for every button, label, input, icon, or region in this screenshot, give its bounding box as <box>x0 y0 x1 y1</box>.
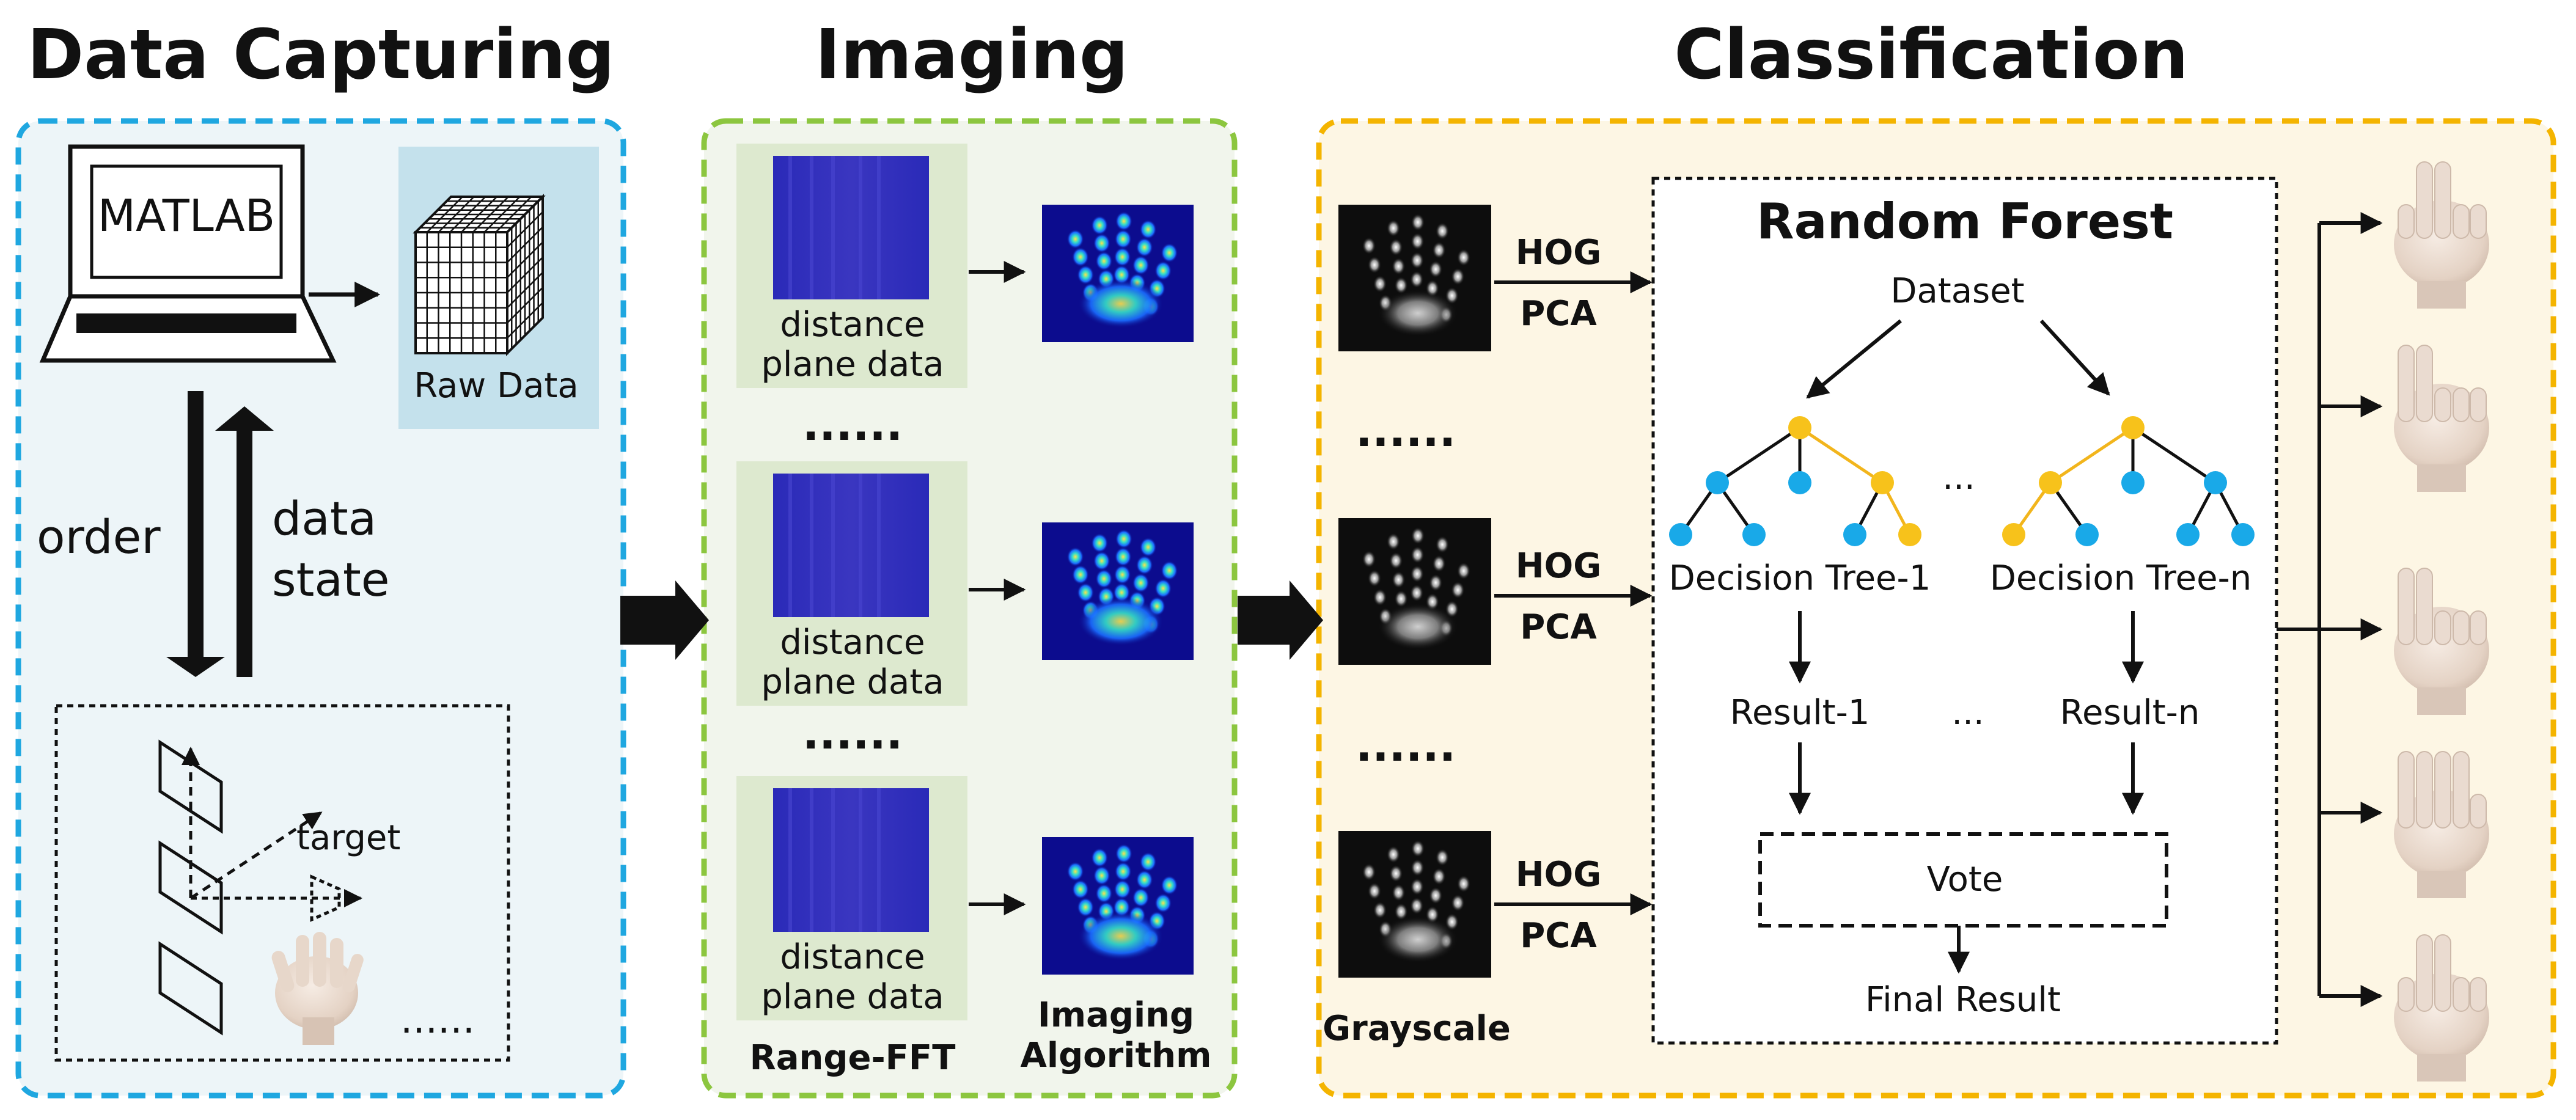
tree-node <box>1898 523 1921 546</box>
gesture-hand-icon <box>2394 568 2489 715</box>
dataset-label: Dataset <box>1890 271 2024 311</box>
antenna-icon <box>158 739 362 1036</box>
hand-icon <box>271 932 364 1045</box>
raw-data-label: Raw Data <box>414 366 578 406</box>
order-arrow-head <box>166 657 225 677</box>
order-label: order <box>37 510 161 564</box>
tree-node <box>2002 523 2025 546</box>
plane-data-label: plane data <box>761 977 944 1017</box>
imaging-title: Imaging <box>815 15 1128 95</box>
imaging-dots-1: ...... <box>802 399 903 450</box>
range-fft-heatmap <box>773 156 929 299</box>
vote-label: Vote <box>1927 860 2003 899</box>
tree-node <box>2231 523 2255 546</box>
results-ellipsis: ... <box>1951 693 1984 733</box>
pca-label: PCA <box>1520 607 1597 647</box>
plane-data-label: plane data <box>761 345 944 384</box>
random-forest-title: Random Forest <box>1756 193 2173 250</box>
vote-box <box>1758 832 2168 928</box>
state-label: state <box>272 552 390 607</box>
gesture-hand-icon <box>2394 345 2489 492</box>
gesture-outputs <box>2319 161 2489 1082</box>
range-fft-heatmap <box>773 788 929 932</box>
final-result-label: Final Result <box>1865 980 2061 1020</box>
tree-node <box>2121 416 2145 439</box>
hog-label: HOG <box>1516 546 1601 586</box>
tree-node <box>1742 523 1766 546</box>
distance-label: distance <box>780 305 925 345</box>
result-n-label: Result-n <box>2060 693 2200 733</box>
scene-dots: ...... <box>400 997 475 1042</box>
tree-node <box>1788 416 1811 439</box>
tree-node <box>2075 523 2099 546</box>
distance-label: distance <box>780 937 925 977</box>
matlab-label: MATLAB <box>98 190 275 241</box>
distance-label: distance <box>780 623 925 662</box>
decision-trees <box>1669 416 2255 546</box>
range-fft-heatmap <box>773 474 929 617</box>
result-1-label: Result-1 <box>1730 693 1870 733</box>
gray-dots-1: ...... <box>1356 405 1456 456</box>
hog-label: HOG <box>1516 855 1601 895</box>
range-fft-label: Range-FFT <box>750 1038 956 1078</box>
gesture-hand-icon <box>2394 751 2489 898</box>
tree-node <box>1871 471 1894 494</box>
imaging-algorithm-label-1: Imaging <box>1038 995 1194 1035</box>
capture-title: Data Capturing <box>27 15 614 95</box>
tree-node <box>2121 471 2145 494</box>
arrow-dataset-to-treen <box>2039 319 2110 396</box>
plane-data-label: plane data <box>761 662 944 702</box>
tree-node <box>1706 471 1729 494</box>
tree-1-label: Decision Tree-1 <box>1669 558 1931 598</box>
arrow-dataset-to-tree1 <box>1806 319 1902 399</box>
tree-node <box>2204 471 2227 494</box>
data-label: data <box>272 491 376 546</box>
tree-n-label: Decision Tree-n <box>1990 558 2252 598</box>
grayscale-images <box>1338 205 1491 978</box>
imaging-dots-2: ...... <box>802 708 903 759</box>
gesture-hand-icon <box>2394 161 2489 309</box>
hog-label: HOG <box>1516 233 1601 273</box>
hog-pca-arrows: HOG PCA HOG PCA HOG PCA <box>1494 233 1653 956</box>
imaging-algorithm-label-2: Algorithm <box>1021 1036 1212 1075</box>
tree-node <box>1843 523 1866 546</box>
trees-ellipsis: ... <box>1942 458 1975 497</box>
pca-label: PCA <box>1520 294 1597 334</box>
tree-node <box>2039 471 2062 494</box>
arrow-capture-to-imaging <box>620 580 709 660</box>
tree-node <box>1788 471 1811 494</box>
pca-label: PCA <box>1520 916 1597 956</box>
classification-title: Classification <box>1674 15 2188 95</box>
data-cube-icon <box>413 194 546 356</box>
gesture-hand-icon <box>2394 934 2489 1082</box>
grayscale-label: Grayscale <box>1323 1009 1511 1049</box>
data-state-arrow-head <box>215 406 274 431</box>
scan-scene-box <box>54 704 510 1062</box>
target-label: target <box>296 818 400 858</box>
arrow-imaging-to-classification <box>1238 580 1323 660</box>
gray-dots-2: ...... <box>1356 720 1456 771</box>
tree-node <box>2176 523 2200 546</box>
tree-node <box>1669 523 1692 546</box>
laptop-icon <box>39 144 337 363</box>
